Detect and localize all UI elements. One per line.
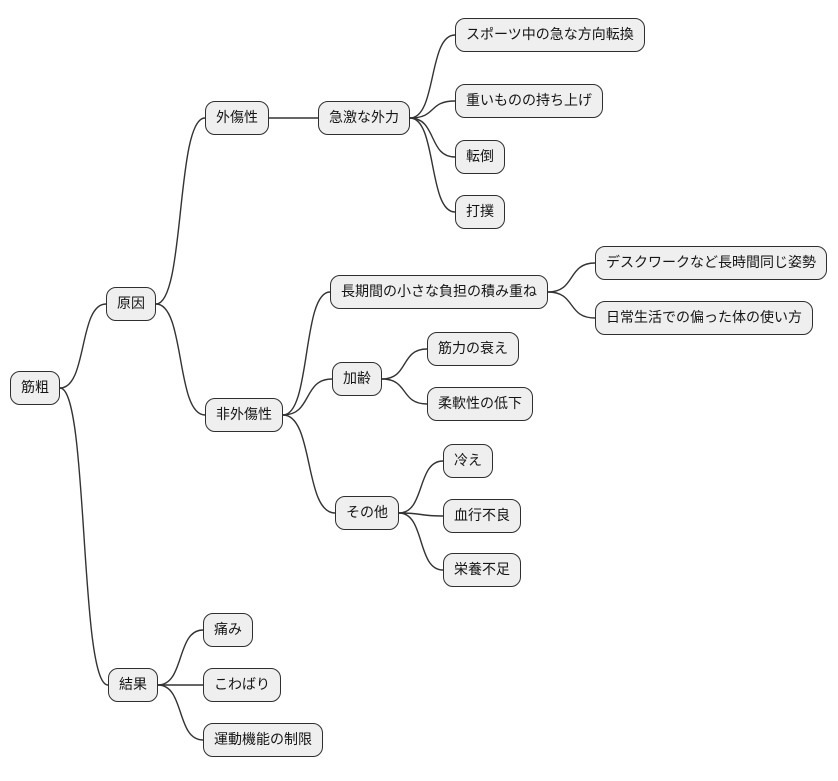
node-traumatic[interactable]: 外傷性 <box>205 101 269 135</box>
node-result[interactable]: 結果 <box>108 668 158 702</box>
node-nutrition-deficiency[interactable]: 栄養不足 <box>443 553 521 587</box>
node-fall[interactable]: 転倒 <box>455 140 505 174</box>
node-poor-circulation[interactable]: 血行不良 <box>443 499 521 533</box>
node-cause[interactable]: 原因 <box>106 287 156 321</box>
node-sudden-force[interactable]: 急激な外力 <box>318 101 410 135</box>
node-nontraumatic[interactable]: 非外傷性 <box>205 398 283 432</box>
node-sports-direction[interactable]: スポーツ中の急な方向転換 <box>455 18 645 52</box>
node-bruise[interactable]: 打撲 <box>455 195 505 229</box>
node-root[interactable]: 筋粗 <box>10 371 60 405</box>
node-muscle-weakening[interactable]: 筋力の衰え <box>427 332 519 366</box>
node-desk-posture[interactable]: デスクワークなど長時間同じ姿勢 <box>595 246 827 280</box>
node-heavy-lifting[interactable]: 重いものの持ち上げ <box>455 84 603 118</box>
node-others[interactable]: その他 <box>335 496 399 530</box>
node-motion-limitation[interactable]: 運動機能の制限 <box>203 723 323 757</box>
node-flexibility-loss[interactable]: 柔軟性の低下 <box>427 387 533 421</box>
node-pain[interactable]: 痛み <box>203 613 253 647</box>
node-coldness[interactable]: 冷え <box>443 444 493 478</box>
node-daily-imbalance[interactable]: 日常生活での偏った体の使い方 <box>595 301 813 335</box>
node-stiffness[interactable]: こわばり <box>203 668 281 702</box>
node-accumulated-strain[interactable]: 長期間の小さな負担の積み重ね <box>330 275 548 309</box>
node-aging[interactable]: 加齢 <box>332 362 382 396</box>
